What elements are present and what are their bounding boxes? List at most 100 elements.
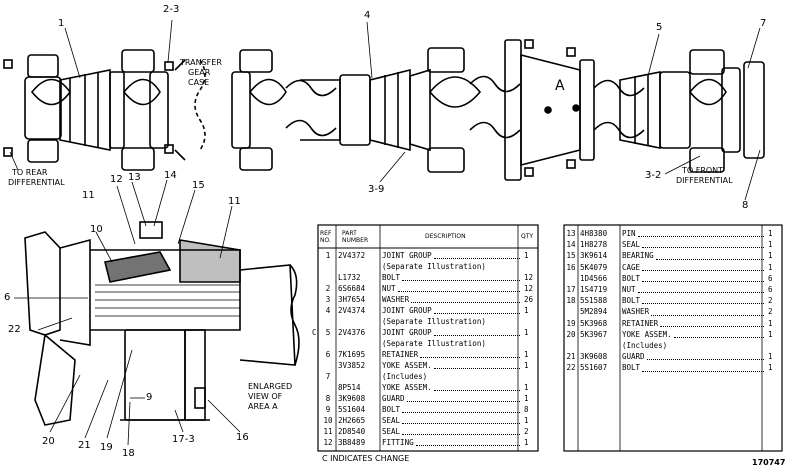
cell-ref: 21	[566, 352, 576, 362]
cell-ref: 6	[325, 350, 331, 359]
cell-qty: 1	[524, 328, 529, 337]
note-line: DIFFERENTIAL	[8, 178, 65, 187]
note-line: AREA A	[248, 402, 278, 411]
note-line: DIFFERENTIAL	[676, 176, 733, 185]
leader-dots	[434, 368, 520, 369]
leader-dots	[656, 258, 764, 260]
cell-desc: (Separate Illustration)	[382, 339, 486, 348]
cell-part: 5K3968	[580, 318, 608, 328]
cell-ref: 10	[323, 416, 333, 425]
cell-desc: GUARD	[382, 394, 405, 403]
cell-ref: 2	[325, 284, 331, 293]
cell-qty: 1	[768, 329, 773, 339]
leader-dots	[402, 423, 520, 424]
callout-20: 20	[42, 436, 55, 447]
cell-qty: 6	[768, 273, 773, 283]
cell-part: 1H8278	[580, 240, 608, 250]
callout-11a: 11	[82, 190, 95, 201]
cell-desc: (Includes)	[622, 341, 668, 350]
callout-3-2: 3-2	[645, 170, 662, 181]
cell-desc: YOKE ASSEM.	[382, 383, 432, 392]
callout-16: 16	[236, 432, 249, 443]
cell-qty: 1	[768, 318, 773, 328]
leader-dots	[651, 314, 764, 316]
leader-dots	[642, 370, 764, 372]
table-row: 7(Includes)	[312, 371, 538, 382]
cell-qty: 1	[768, 229, 773, 238]
callout-10: 10	[90, 224, 103, 235]
cell-desc: RETAINER	[622, 318, 659, 328]
callout-15: 15	[192, 180, 205, 191]
cell-ref: 3	[325, 295, 331, 304]
callout-21: 21	[78, 440, 91, 451]
cell-desc: BOLT	[622, 363, 641, 373]
cell-desc: SEAL	[622, 240, 641, 250]
leader-dots	[642, 280, 764, 282]
cell-qty: 26	[524, 295, 534, 304]
cell-qty: 8	[524, 405, 529, 414]
table-row: (Separate Illustration)	[312, 261, 538, 272]
cell-ref: 5	[325, 328, 331, 337]
cell-desc: BOLT	[622, 296, 641, 306]
cell-ref: 9	[325, 405, 331, 414]
note-line: VIEW OF	[248, 392, 283, 401]
callout-12: 12	[110, 174, 123, 185]
callout-13: 13	[128, 172, 141, 183]
cell-ref: 13	[566, 229, 576, 238]
cell-ref: 22	[566, 363, 576, 373]
leader-dots	[674, 336, 764, 338]
cell-ref: 16	[566, 262, 576, 272]
cell-ref: 19	[566, 318, 576, 328]
callout-14: 14	[164, 170, 177, 181]
area-a-label: A	[555, 78, 565, 94]
leader-dots	[402, 412, 520, 413]
cell-ref: 15	[566, 251, 576, 261]
driveshaft-assembly	[3, 39, 765, 181]
parts-table-grid	[317, 224, 783, 452]
header-desc: DESCRIPTION	[425, 233, 466, 240]
leader-dots	[402, 280, 520, 281]
cell-part: 3K9608	[580, 352, 608, 362]
cell-part: 8P514	[338, 383, 361, 392]
leader-dots	[402, 434, 520, 435]
callout-22: 22	[8, 324, 21, 335]
cell-desc: FITTING	[382, 438, 414, 447]
cell-part: 5M2894	[580, 307, 608, 317]
leader-dots	[647, 359, 764, 361]
leader-dots	[642, 303, 764, 305]
callout-8: 8	[742, 200, 749, 211]
cell-desc: WASHER	[382, 295, 410, 304]
cell-part: 5S1588	[580, 296, 608, 306]
cell-qty: 12	[524, 284, 534, 293]
cell-part: 1D4566	[580, 273, 608, 283]
note-line: ENLARGED	[248, 382, 293, 391]
cell-part: 3B8489	[338, 438, 366, 447]
cell-ref: 12	[323, 438, 333, 447]
cell-desc: (Separate Illustration)	[382, 262, 486, 271]
table-row: 12 3B8489 FITTING 1	[312, 437, 538, 448]
cell-qty: 1	[768, 262, 773, 272]
cell-desc: BOLT	[622, 273, 641, 283]
cell-qty: 1	[524, 438, 529, 447]
leader-dots	[642, 247, 764, 249]
callout-4: 4	[364, 10, 371, 21]
cell-desc: NUT	[382, 284, 396, 293]
cell-c: C	[312, 328, 317, 337]
cell-part: 5K3967	[580, 329, 608, 339]
cell-desc: PIN	[622, 229, 636, 238]
cell-qty: 1	[524, 394, 529, 403]
table-row: (Separate Illustration)	[312, 316, 538, 327]
table-row: 19 5K3968 RETAINER 1	[564, 318, 782, 329]
callout-1: 1	[58, 18, 65, 29]
cell-ref: 8	[325, 394, 331, 403]
callout-7: 7	[760, 18, 767, 29]
cell-desc: CAGE	[622, 262, 641, 272]
